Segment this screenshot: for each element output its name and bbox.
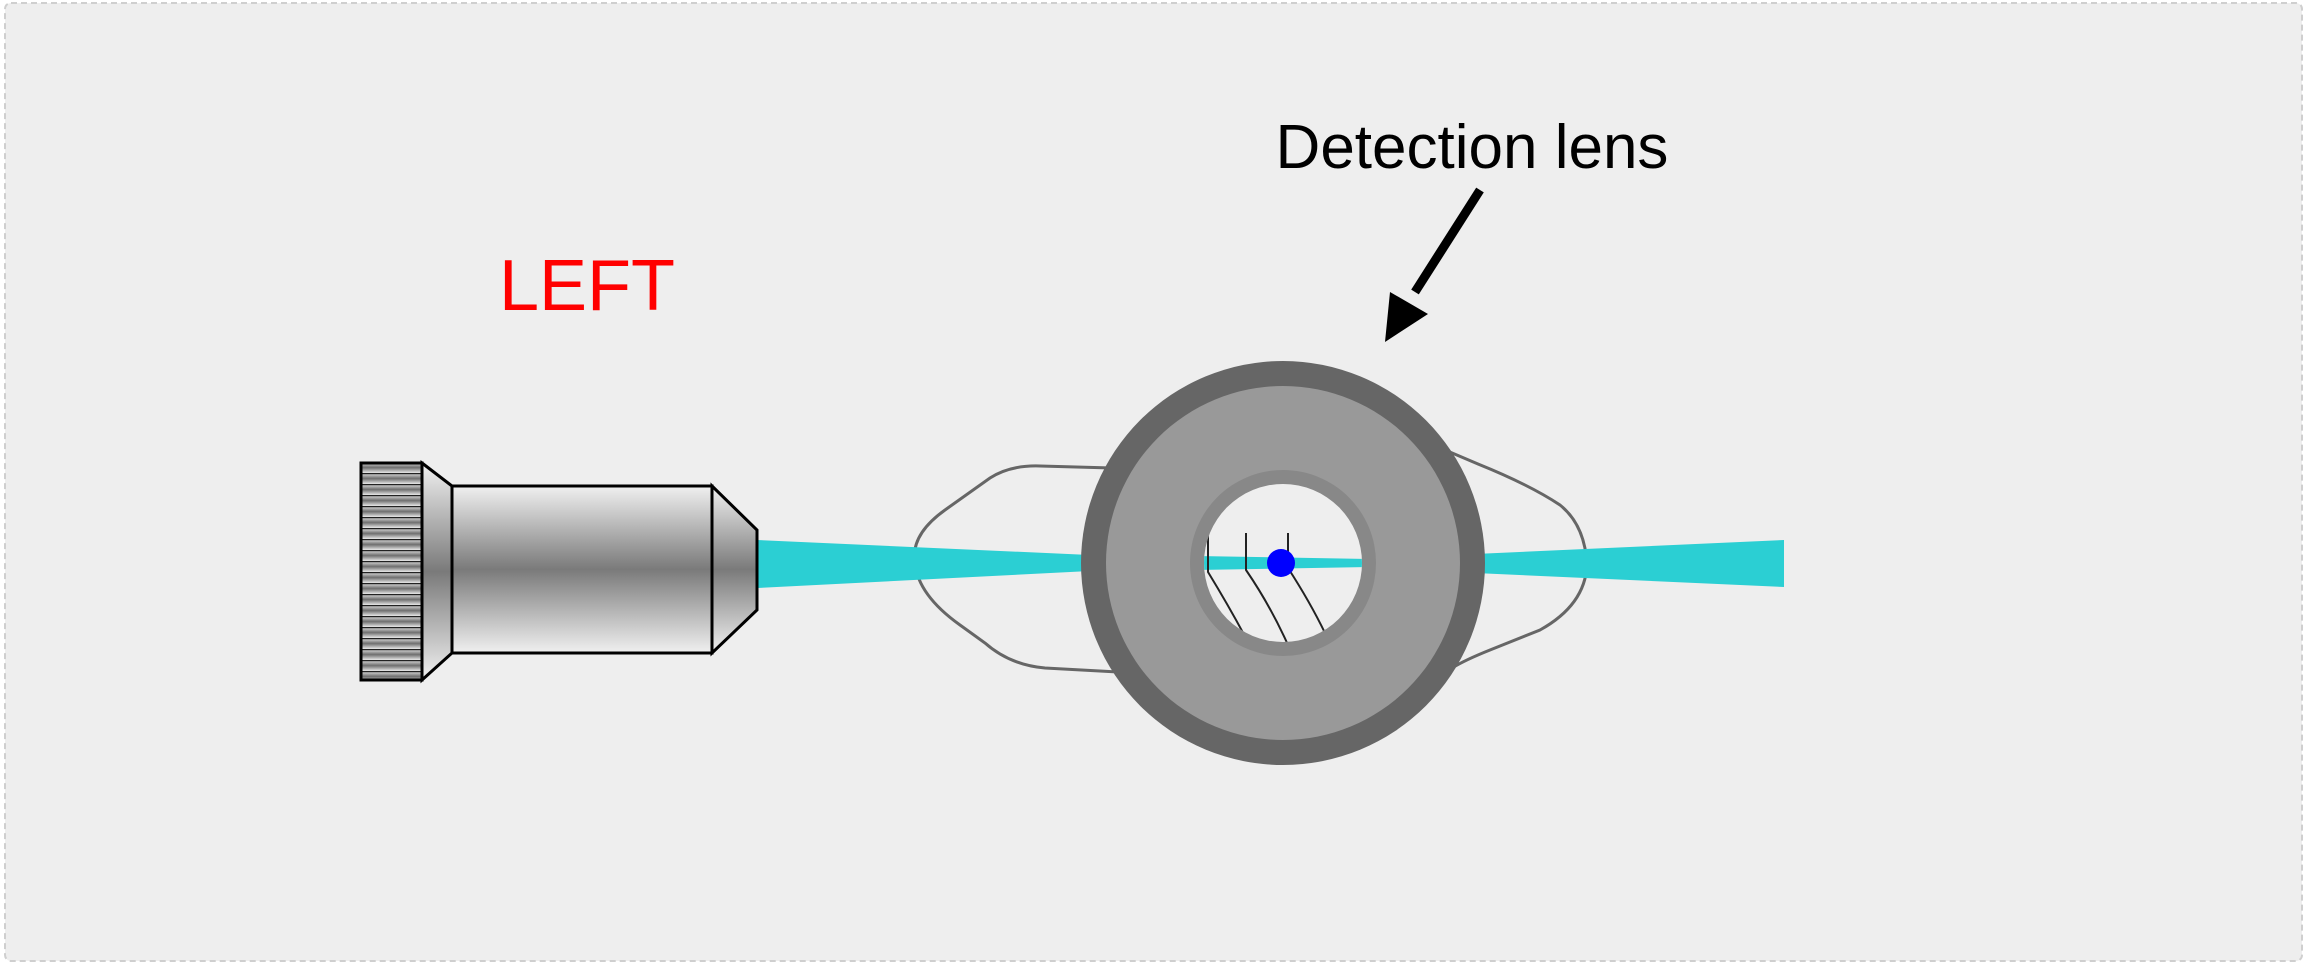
illumination-objective-icon xyxy=(359,459,759,684)
detection-lens-icon xyxy=(1081,361,1485,765)
objective-knurled-cap xyxy=(359,461,424,682)
light-sheet-beam-right xyxy=(1475,540,1784,587)
objective-barrel xyxy=(450,484,714,655)
sample-strand xyxy=(1245,533,1289,642)
detection-lens-label: Detection lens xyxy=(1276,113,1669,182)
side-label: LEFT xyxy=(499,246,675,326)
annotation-arrow-icon xyxy=(1385,187,1484,342)
objective-tip xyxy=(710,482,759,657)
light-sheet-beam-left xyxy=(757,540,1090,588)
sample-spot xyxy=(1267,549,1295,577)
objective-collar xyxy=(420,459,454,684)
